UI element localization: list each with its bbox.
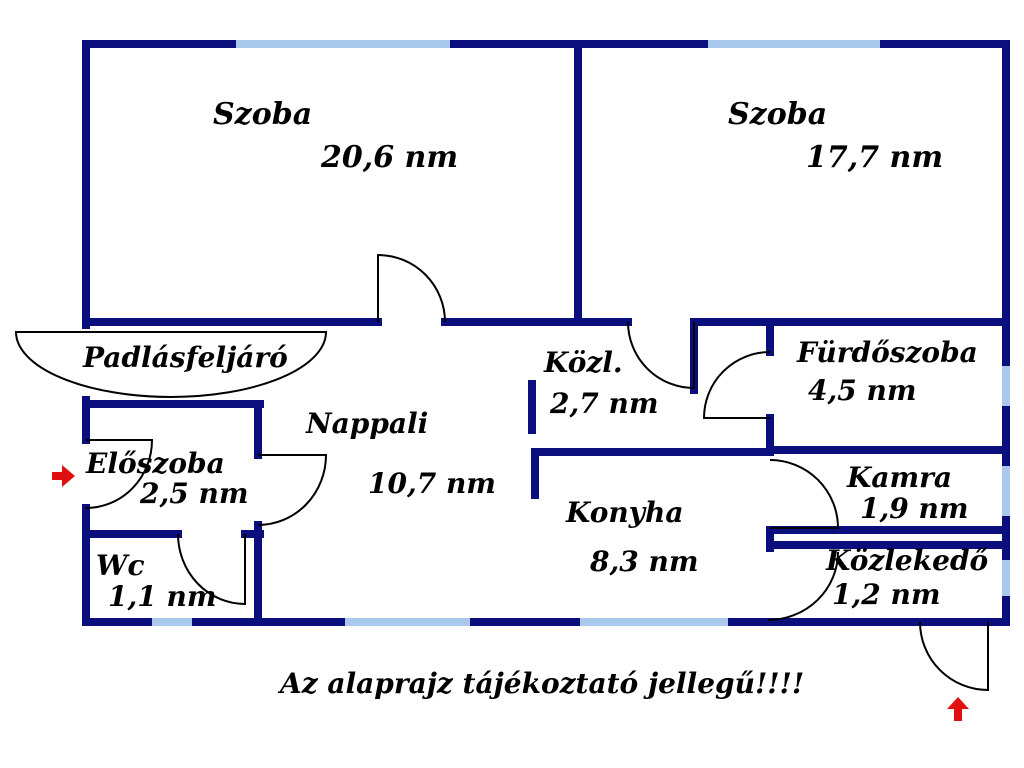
room-name-kozl: Közl. [543, 346, 623, 379]
door-furdo [702, 351, 771, 419]
room-area-furdo: 4,5 nm [808, 374, 916, 407]
door-wc [177, 533, 246, 606]
room-area-eloszoba: 2,5 nm [139, 477, 248, 510]
room-area-kamra: 1,9 nm [860, 492, 968, 525]
door-szoba2 [627, 321, 695, 390]
room-name-padlas: Padlásfeljáró [82, 341, 288, 374]
room-name-konyha: Konyha [565, 496, 684, 529]
room-area-szoba1: 20,6 nm [320, 140, 458, 175]
room-name-szoba2: Szoba [728, 97, 827, 132]
room-name-szoba1: Szoba [213, 97, 312, 132]
disclaimer-note: Az alaprajz tájékoztató jellegű!!!! [277, 667, 804, 700]
door-nappali [257, 454, 328, 526]
room-name-wc: Wc [96, 549, 145, 582]
room-area-nappali: 10,7 nm [368, 467, 496, 500]
door-kamra [769, 459, 840, 529]
windows [152, 40, 1010, 626]
room-name-eloszoba: Előszoba [85, 447, 225, 480]
doors [14, 253, 989, 692]
room-name-nappali: Nappali [305, 407, 428, 440]
door-kozlekedo [767, 551, 839, 621]
door-padlas [14, 331, 328, 398]
room-area-konyha: 8,3 nm [589, 545, 698, 578]
entrance-arrows [52, 465, 969, 721]
room-area-szoba2: 17,7 nm [806, 140, 943, 175]
exit-arrow-icon [947, 697, 969, 721]
room-area-kozl: 2,7 nm [549, 387, 658, 420]
entrance-arrow-icon [52, 465, 75, 487]
door-entrance [85, 439, 154, 509]
room-labels: Szoba 20,6 nm Szoba 17,7 nm Padlásfeljár… [82, 97, 989, 613]
room-name-kamra: Kamra [846, 461, 952, 494]
room-area-kozlekedo: 1,2 nm [832, 578, 940, 611]
room-name-furdo: Fürdőszoba [796, 336, 978, 369]
room-name-kozlekedo: Közlekedő [825, 544, 989, 577]
room-area-wc: 1,1 nm [108, 580, 216, 613]
door-exit [919, 621, 989, 692]
door-szoba1 [377, 253, 446, 323]
